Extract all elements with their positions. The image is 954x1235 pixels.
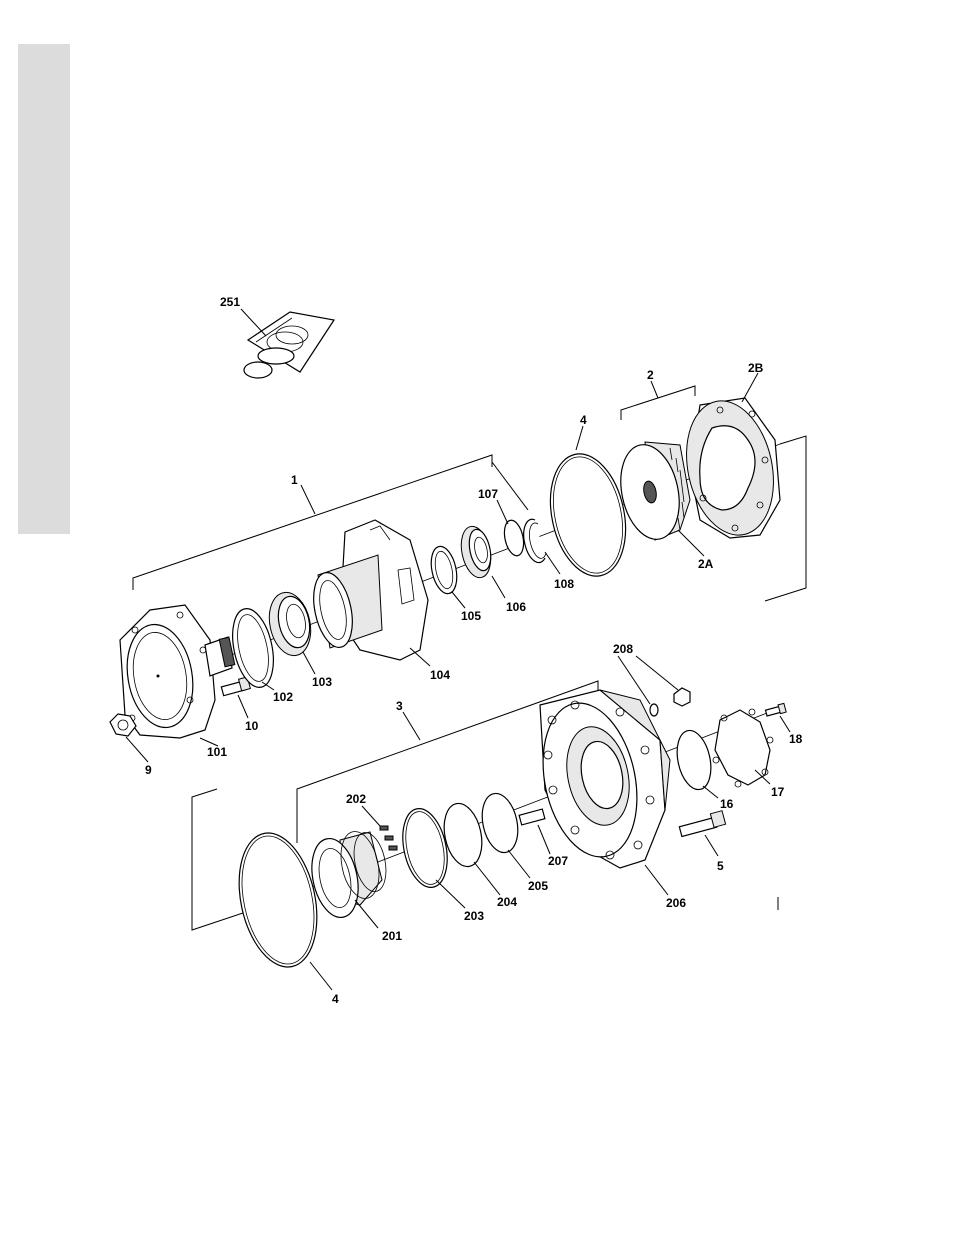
label-4-bottom: 4	[332, 992, 339, 1006]
label-205: 205	[528, 879, 548, 893]
part-107-ring	[497, 500, 527, 557]
label-208: 208	[613, 642, 633, 656]
label-104: 104	[430, 668, 450, 682]
label-103: 103	[312, 675, 332, 689]
label-201: 201	[382, 929, 402, 943]
part-5-bolt	[679, 811, 725, 856]
label-102: 102	[273, 690, 293, 704]
part-16-oring	[672, 727, 718, 798]
label-17: 17	[771, 785, 785, 799]
bracket-2	[621, 381, 695, 420]
part-2B-stator	[675, 373, 785, 543]
label-10: 10	[245, 719, 259, 733]
label-2: 2	[647, 368, 654, 382]
label-101: 101	[207, 745, 227, 759]
label-207: 207	[548, 854, 568, 868]
label-5: 5	[717, 859, 724, 873]
part-105-ring	[427, 544, 465, 608]
part-4-oring-top	[540, 426, 636, 583]
label-9: 9	[145, 763, 152, 777]
part-205-ring	[477, 790, 530, 878]
label-4-top: 4	[580, 413, 587, 427]
part-106-bearing	[457, 524, 505, 598]
label-204: 204	[497, 895, 517, 909]
part-17-plate	[713, 709, 773, 787]
part-10-bolt	[221, 677, 250, 718]
label-3: 3	[396, 699, 403, 713]
part-207-pin	[519, 809, 550, 854]
part-104-housing	[307, 520, 430, 666]
label-105: 105	[461, 609, 481, 623]
label-108: 108	[554, 577, 574, 591]
label-2A: 2A	[698, 557, 714, 571]
label-206: 206	[666, 896, 686, 910]
seal-kit-251	[241, 309, 334, 378]
label-1: 1	[291, 473, 298, 487]
label-16: 16	[720, 797, 734, 811]
part-18-screw	[765, 703, 790, 732]
part-101-flange	[119, 605, 234, 746]
label-202: 202	[346, 792, 366, 806]
label-18: 18	[789, 732, 803, 746]
label-251: 251	[220, 295, 240, 309]
part-201-piston	[305, 828, 391, 928]
label-203: 203	[464, 909, 484, 923]
label-2B: 2B	[748, 361, 764, 375]
label-107: 107	[478, 487, 498, 501]
label-106: 106	[506, 600, 526, 614]
